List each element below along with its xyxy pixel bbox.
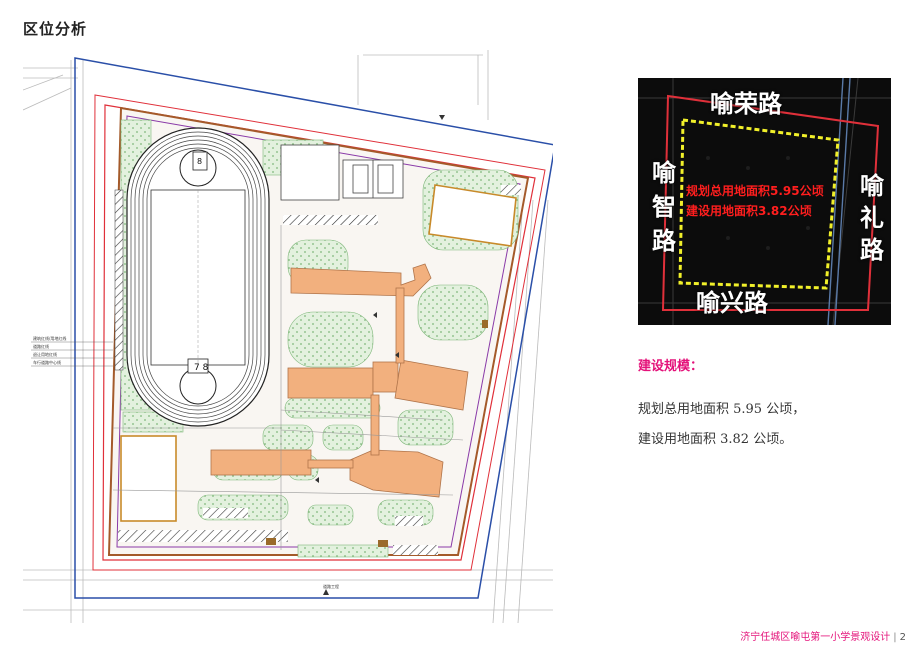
entrance-markers — [315, 115, 445, 595]
plan-legend: 建筑红线/用地红线 道路红线 退让用地红线 车行道路中心线 — [31, 335, 113, 367]
construction-area-label: 建设用地面积3.82公顷 — [686, 204, 812, 218]
road-label-bottom: 道路工程 — [323, 583, 339, 589]
bleachers — [114, 189, 124, 371]
road-label-east: 喻礼路 — [860, 172, 884, 264]
planned-area-text: 规划总用地面积 5.95 公顷， — [638, 402, 806, 417]
legend-item-1: 建筑红线/用地红线 — [33, 335, 66, 341]
aerial-map: 喻荣路 喻兴路 喻智路 喻礼路 规划总用地面积5.95公顷 建设用地面积3.82… — [638, 78, 891, 325]
aerial-map-drawing — [638, 78, 891, 325]
sports-halls — [120, 184, 517, 522]
paths — [112, 225, 464, 550]
legend-item-4: 车行道路中心线 — [33, 359, 61, 365]
road-label-south: 喻兴路 — [696, 289, 768, 317]
page-number: 2 — [899, 632, 906, 643]
footer-separator: | — [893, 632, 897, 643]
blue-boundary — [74, 57, 553, 599]
sports-courts — [280, 144, 404, 201]
scale-heading: 建设规模： — [638, 359, 704, 374]
svg-text:7 8: 7 8 — [194, 363, 209, 373]
planned-area-label: 规划总用地面积5.95公顷 — [686, 184, 824, 198]
page-title: 区位分析 — [23, 20, 88, 38]
hatched-strips — [118, 185, 521, 555]
road-label-north: 喻荣路 — [710, 90, 782, 118]
running-track: 7 8 8 — [126, 127, 270, 427]
legend-item-2: 道路红线 — [33, 343, 49, 349]
construction-area-text: 建设用地面积 3.82 公顷。 — [638, 432, 793, 447]
svg-text:8: 8 — [197, 157, 202, 166]
red-boundary-outer — [92, 94, 546, 571]
site-plan-drawing: 7 8 8 — [23, 50, 553, 623]
school-buildings — [210, 263, 469, 498]
footer-project: 济宁任城区喻屯第一小学景观设计 — [740, 632, 891, 643]
road-label-west: 喻智路 — [652, 159, 676, 255]
page-footer: 济宁任城区喻屯第一小学景观设计|2 — [740, 628, 906, 643]
small-structures — [266, 320, 488, 547]
site-plan: 7 8 8 — [23, 50, 553, 623]
legend-item-3: 退让用地红线 — [33, 351, 57, 357]
